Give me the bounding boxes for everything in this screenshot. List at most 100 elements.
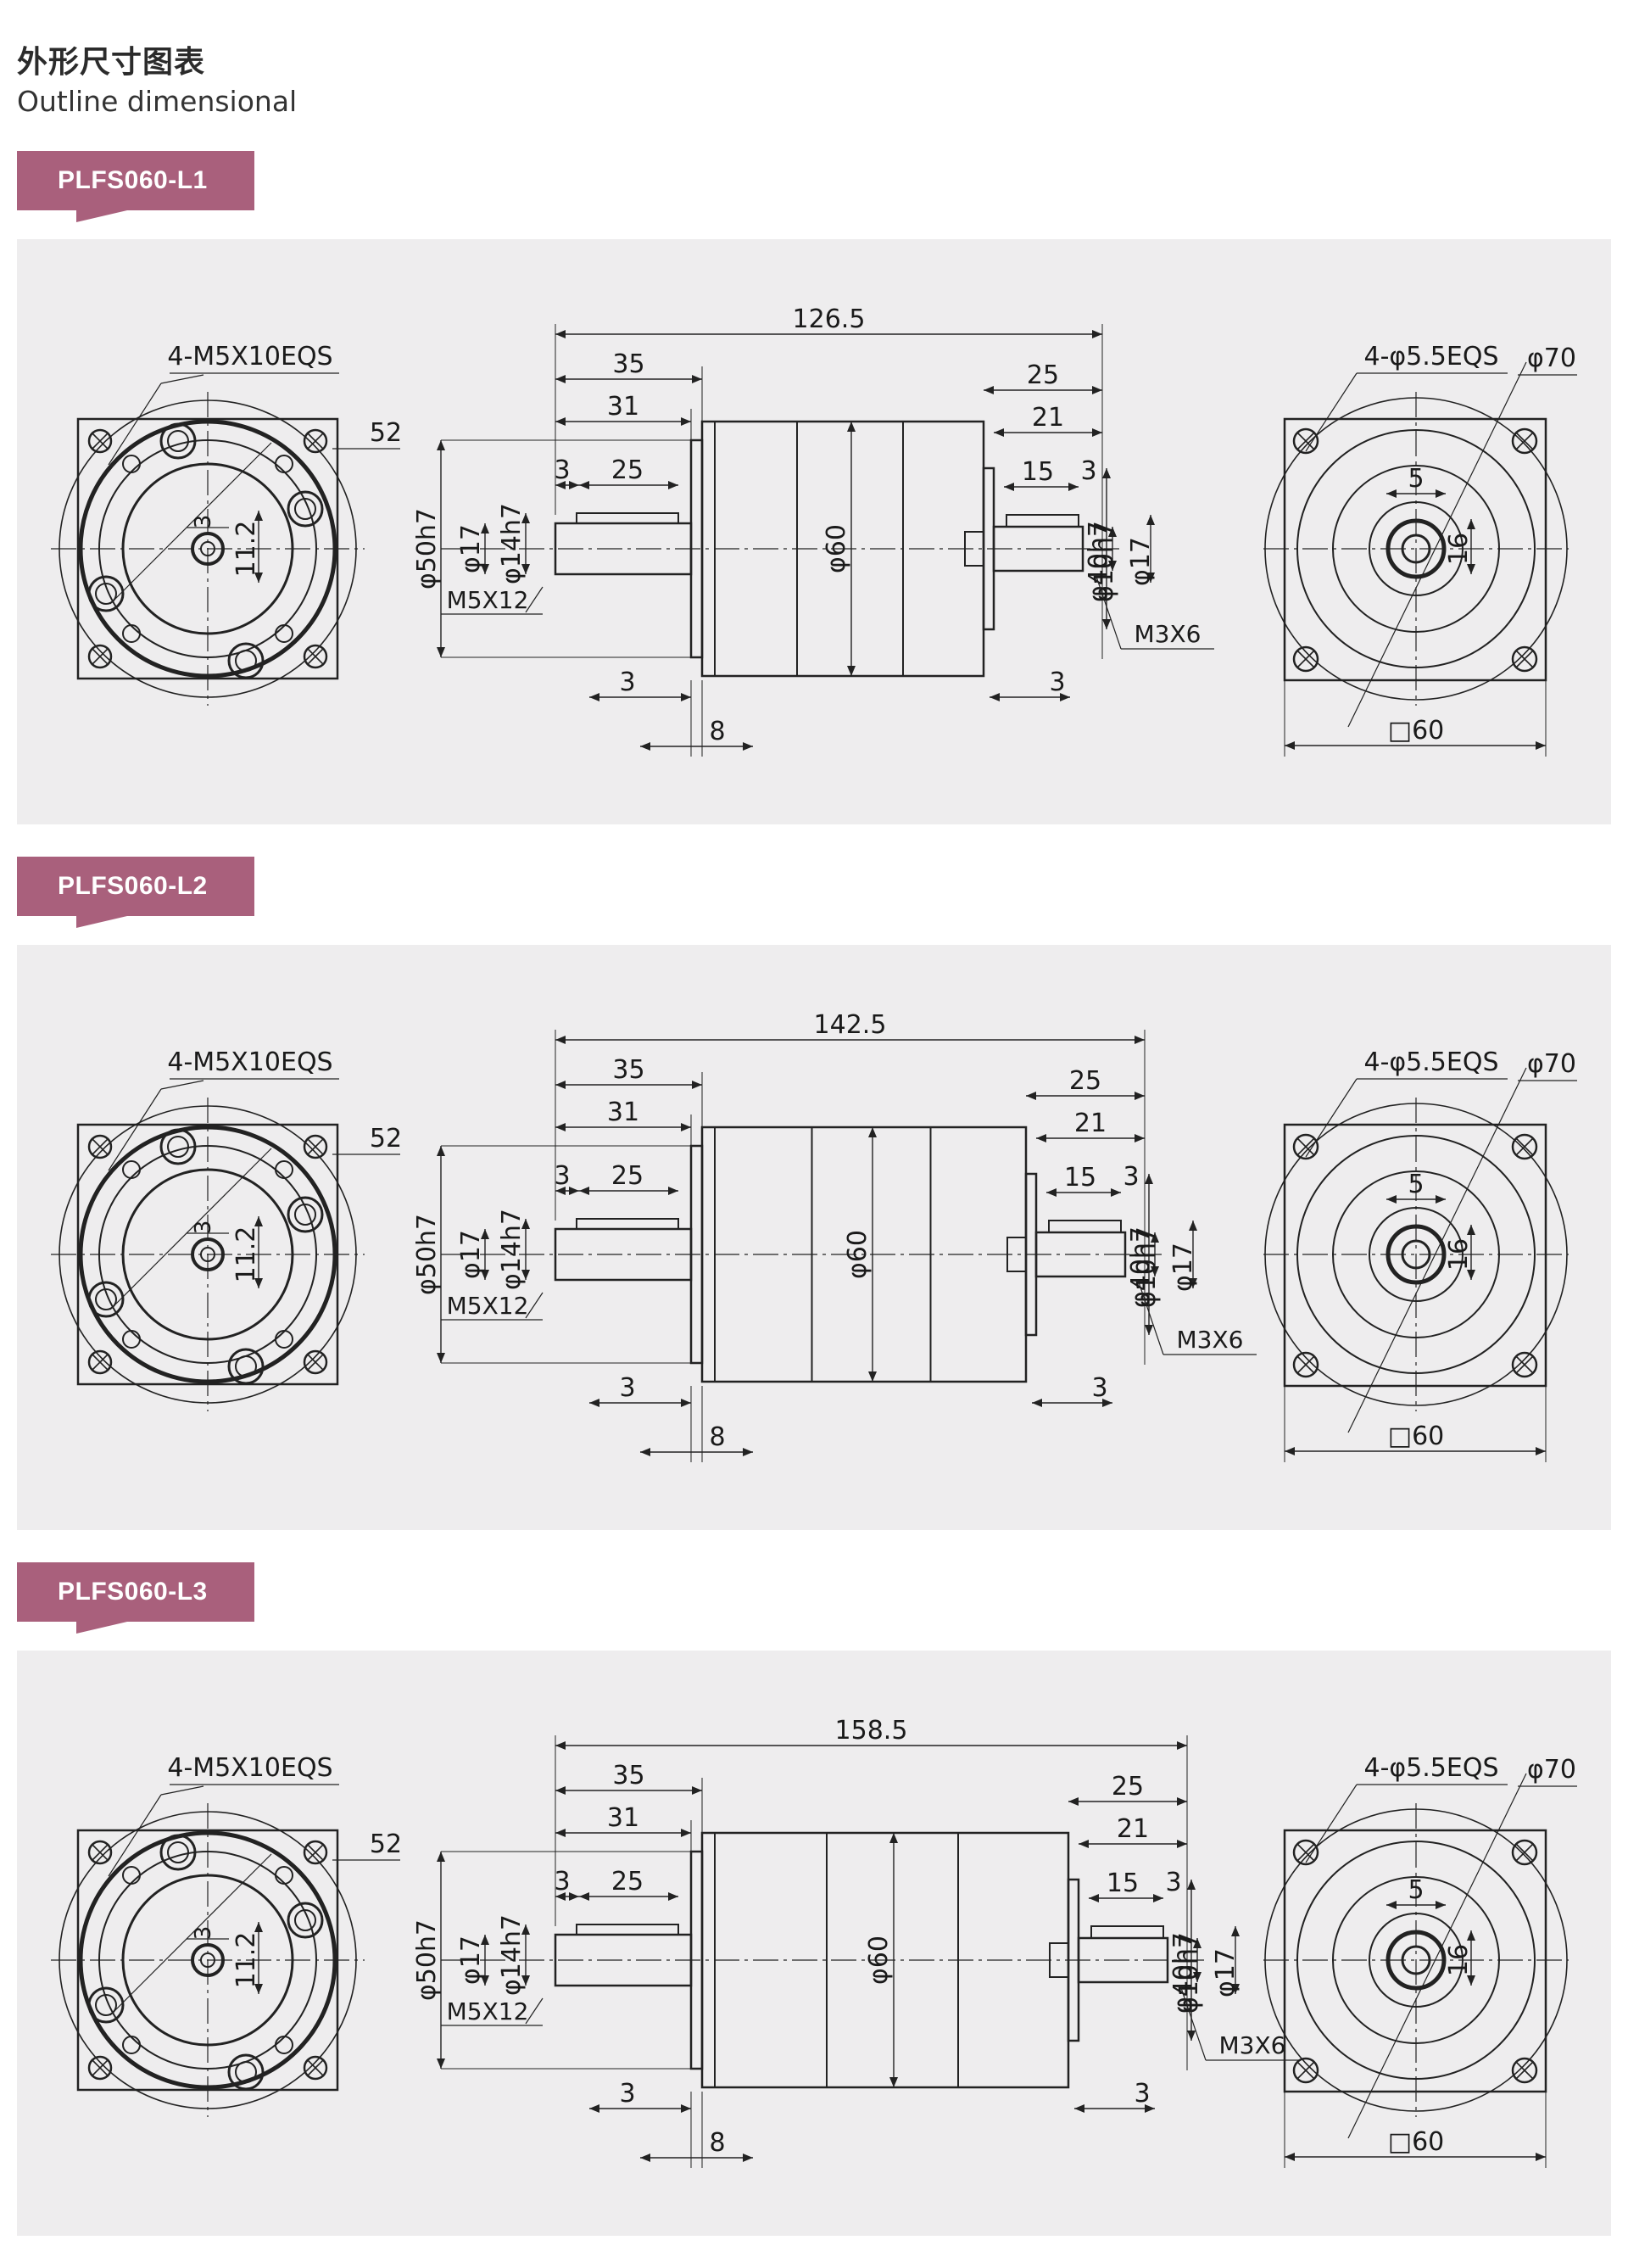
front-key-label: 11.2 (231, 1932, 261, 1989)
side-d25-label: 25 (611, 455, 644, 485)
front-corner-hole-0 (87, 428, 113, 454)
side-shaft-key (576, 512, 679, 524)
back-diagonal (1347, 361, 1527, 728)
front-bolt-hole-2 (122, 624, 141, 643)
front-offset-label: 3 (191, 515, 216, 529)
side-d25-label: 25 (611, 1161, 644, 1191)
front-thread-hole-0 (159, 422, 197, 460)
front-pcd-label: 52 (370, 1829, 402, 1859)
back-holes-leader (1305, 372, 1358, 452)
front-diagonal (109, 442, 272, 605)
side-input-key (1048, 1220, 1122, 1233)
front-thread-hole-1 (287, 1902, 324, 1939)
front-thread-label: 4-M5X10EQS (167, 1753, 332, 1783)
side-r25-label: 25 (1027, 360, 1059, 390)
back-corner-hole-0 (1292, 1133, 1319, 1160)
back-corner-hole-3 (1511, 1351, 1538, 1378)
side-d35-label: 35 (612, 1055, 644, 1085)
back-d5-label: 5 (1408, 464, 1424, 494)
front-thread-leader (108, 383, 162, 466)
side-d31-label: 31 (607, 392, 639, 422)
page-title-en: Outline dimensional (17, 85, 298, 118)
side-phi17-label: φ17 (456, 1936, 486, 1985)
side-d31-label: 31 (607, 1098, 639, 1127)
side-m3-label: M3X6 (1219, 2031, 1286, 2059)
side-phi60-label: φ60 (822, 524, 851, 573)
front-corner-hole-2 (87, 1349, 113, 1375)
back-view: 4-φ5.5EQS φ70 5 16 □60 (1263, 1047, 1577, 1462)
side-phi50-label: φ50h7 (412, 1919, 442, 2001)
front-view: 4-M5X10EQS 52 3 11.2 (51, 1753, 402, 2117)
front-thread-hole-2 (87, 1281, 125, 1318)
side-r21-label: 21 (1074, 1109, 1107, 1138)
back-sq-label: □60 (1388, 716, 1445, 746)
front-corner-hole-1 (303, 1134, 328, 1159)
side-b3r-label: 3 (1134, 2079, 1150, 2109)
side-phi17-label: φ17 (456, 524, 486, 573)
back-corner-hole-0 (1292, 427, 1319, 455)
front-bolt-hole-3 (275, 624, 293, 643)
back-d16-label: 16 (1444, 1238, 1474, 1271)
front-thread-label: 4-M5X10EQS (167, 342, 332, 371)
side-r15-label: 15 (1107, 1869, 1139, 1898)
model-tag-1: PLFS060-L1 (17, 151, 254, 222)
front-thread-hole-2 (87, 575, 125, 612)
side-phi14-label: φ14h7 (497, 1914, 527, 1996)
side-phi40-label: φ40h7 (1084, 521, 1113, 602)
front-thread-hole-1 (287, 1196, 324, 1233)
side-input-key (1090, 1925, 1164, 1939)
side-d25-label: 25 (611, 1867, 644, 1897)
side-b3r-label: 3 (1091, 1373, 1107, 1403)
side-m5-label: M5X12 (447, 586, 529, 614)
back-diagonal (1347, 1067, 1527, 1433)
back-d5-label: 5 (1408, 1875, 1424, 1905)
side-phi10-label: φ10h7 (1090, 521, 1119, 602)
back-corner-hole-1 (1511, 1133, 1538, 1160)
side-r15-label: 15 (1022, 457, 1054, 487)
side-r3-label: 3 (1165, 1868, 1181, 1897)
side-r21-label: 21 (1117, 1814, 1149, 1844)
page-title-zh: 外形尺寸图表 (17, 45, 206, 80)
side-total-label: 142.5 (814, 1010, 887, 1040)
side-m3-label: M3X6 (1177, 1326, 1244, 1354)
back-sq-label: □60 (1388, 1422, 1445, 1451)
side-total-label: 126.5 (793, 304, 866, 334)
front-bolt-hole-3 (275, 2036, 293, 2054)
back-holes-label: 4-φ5.5EQS (1363, 1047, 1498, 1077)
front-bolt-hole-2 (122, 2036, 141, 2054)
back-phi70-label: φ70 (1527, 1049, 1576, 1079)
front-thread-hole-0 (159, 1128, 197, 1165)
front-diagonal (109, 1853, 272, 2016)
back-d5-label: 5 (1408, 1170, 1424, 1199)
front-bolt-hole-0 (122, 1866, 141, 1885)
front-diagonal (109, 1148, 272, 1310)
back-corner-hole-1 (1511, 1839, 1538, 1866)
side-d3-label: 3 (554, 1161, 570, 1191)
front-corner-hole-1 (303, 428, 328, 454)
side-phi40-label: φ40h7 (1126, 1226, 1156, 1308)
back-corner-hole-2 (1292, 645, 1319, 673)
side-phi50-label: φ50h7 (412, 1214, 442, 1295)
side-phi17r-label: φ17 (1211, 1948, 1241, 1997)
front-pcd-label: 52 (370, 418, 402, 448)
side-phi40-label: φ40h7 (1168, 1932, 1198, 2014)
side-d35-label: 35 (612, 349, 644, 379)
side-phi17r-label: φ17 (1126, 537, 1156, 586)
side-m3-label: M3X6 (1135, 620, 1201, 648)
side-r25-label: 25 (1112, 1772, 1144, 1802)
front-pcd-label: 52 (370, 1124, 402, 1154)
side-r21-label: 21 (1032, 403, 1064, 433)
back-diagonal (1347, 1773, 1527, 2139)
side-phi60-label: φ60 (864, 1936, 894, 1985)
front-corner-hole-3 (303, 2055, 328, 2081)
back-square-flange (1283, 1829, 1547, 2093)
side-r3-label: 3 (1080, 456, 1096, 486)
back-holes-leader (1305, 1784, 1358, 1863)
front-offset-label: 3 (191, 1926, 216, 1941)
model-tag-2: PLFS060-L2 (17, 857, 254, 928)
